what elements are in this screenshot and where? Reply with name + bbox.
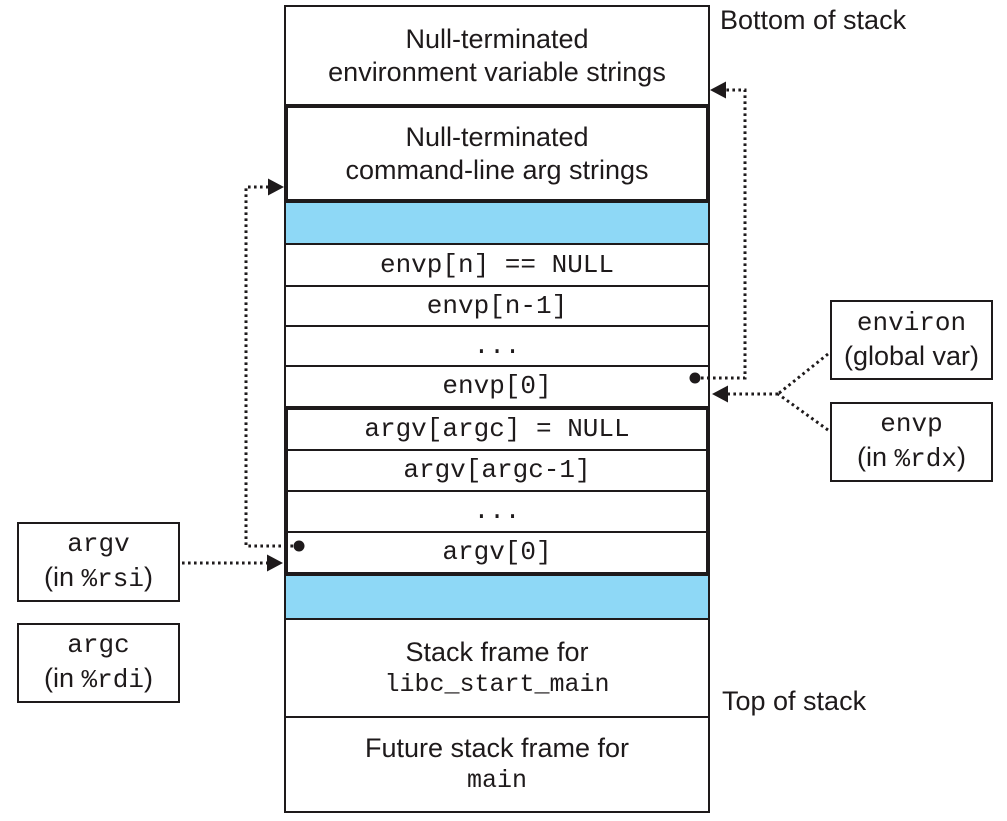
envp0-arrowhead-icon [712,385,728,403]
rdi-register: %rdi [81,665,144,695]
stack-row-envp-dots: ... [284,325,710,367]
stack-row-argv-0: argv[0] [442,537,552,567]
register-box-argc: argc (in %rdi) [17,623,180,703]
register-box-argv: argv (in %rsi) [17,522,180,602]
environ-box-name: environ [856,308,967,338]
stack-block-argv: argv[argc] = NULL argv[argc-1] ... argv[… [284,406,710,576]
main-frame-line2: main [466,766,527,795]
libc-frame-line2: libc_start_main [384,669,610,699]
bottom-of-stack-label: Bottom of stack [720,5,907,35]
env-strings-line1: Null-terminated [405,23,589,54]
top-of-stack-label: Top of stack [722,686,867,716]
envp-box-name: envp [880,409,943,439]
variable-box-environ: environ (global var) [830,300,993,380]
arg-strings-line1: Null-terminated [405,121,589,152]
arg-strings-arrowhead-icon [268,178,284,196]
stack-row-envp-null: envp[n] == NULL [284,243,710,287]
libc-frame-line1: Stack frame for [405,636,589,667]
argc-box-name: argc [67,630,130,660]
stack-spacer-top [284,201,710,245]
envp-box-location: (in %rdx) [857,442,966,474]
argc-box-location: (in %rdi) [44,663,153,695]
env-strings-line2: environment variable strings [328,56,666,87]
main-frame-line1: Future stack frame for [364,733,630,763]
stack-spacer-bottom [284,574,710,620]
argv-box-name: argv [67,529,130,559]
rdx-register: %rdx [894,444,957,474]
argv-box-arrowhead-icon [267,554,283,572]
arg-strings-line2: command-line arg strings [345,154,649,185]
environ-box-line [777,352,829,396]
stack-row-envp-n1: envp[n-1] [284,285,710,327]
stack-row-argv-n1: argv[argc-1] [288,451,706,492]
stack-section-main-frame: Future stack frame for main [284,716,710,813]
stack-section-libc-frame: Stack frame for libc_start_main [284,618,710,718]
register-box-envp: envp (in %rdx) [830,402,993,482]
stack-row-argv-dots: ... [288,492,706,533]
argv-box-location: (in %rsi) [44,562,153,594]
stack-row-envp-0: envp[0] [284,365,710,408]
stack-section-env-strings: Null-terminated environment variable str… [284,5,710,106]
environ-box-location: (global var) [843,341,980,371]
rsi-register: %rsi [81,564,144,594]
envp-box-line [777,392,829,432]
stack-row-argv-null: argv[argc] = NULL [288,410,706,451]
stack-section-arg-strings: Null-terminated command-line arg strings [284,104,710,203]
env-strings-arrowhead-icon [710,81,726,99]
